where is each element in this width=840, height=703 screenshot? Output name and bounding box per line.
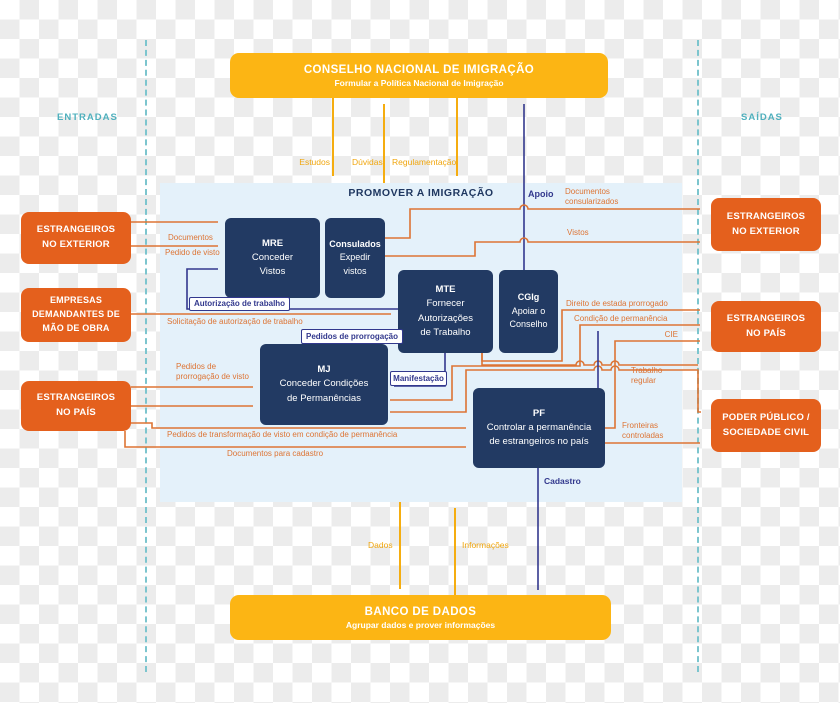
- flow-label-condicao-permanencia: Condição de permanência: [574, 314, 668, 323]
- flow-label-solicitacao-autorizacao: Solicitação de autorização de trabalho: [167, 317, 303, 326]
- outputs-lane-divider: [697, 40, 699, 672]
- agency-cgig-role: Apoiar o Conselho: [509, 305, 548, 330]
- flow-label-documentos: Documentos: [168, 233, 213, 242]
- flow-label-direito-estada: Direito de estada prorrogado: [566, 299, 668, 308]
- flow-label-vistos: Vistos: [567, 228, 589, 237]
- flow-label-manifestacao: Manifestação: [390, 371, 447, 386]
- flow-label-apoio: Apoio: [528, 189, 554, 199]
- council-title: CONSELHO NACIONAL DE IMIGRAÇÃO: [303, 63, 535, 76]
- flow-label-informacoes: Informações: [462, 540, 509, 550]
- flow-label-pedido-visto: Pedido de visto: [165, 248, 220, 257]
- flow-label-pedidos-prorrogacao-visto: Pedidos de prorrogação de visto: [176, 362, 249, 381]
- database-box: BANCO DE DADOS Agrupar dados e prover in…: [230, 595, 611, 640]
- inputs-lane-divider: [145, 40, 147, 672]
- agency-mj-name: MJ: [317, 364, 331, 376]
- council-subtitle: Formular a Política Nacional de Imigraçã…: [334, 77, 504, 88]
- agency-mte: MTE Fornecer Autorizações de Trabalho: [398, 270, 493, 353]
- flow-label-transformacao: Pedidos de transformação de visto em con…: [167, 430, 398, 439]
- output-estrangeiros-pais: ESTRANGEIROS NO PAÍS: [711, 301, 821, 352]
- council-box: CONSELHO NACIONAL DE IMIGRAÇÃO Formular …: [230, 53, 608, 98]
- agency-cgig: CGIg Apoiar o Conselho: [499, 270, 558, 353]
- flow-label-estudos: Estudos: [299, 157, 330, 167]
- flow-label-cadastro: Cadastro: [544, 476, 581, 486]
- agency-consulados-name: Consulados: [329, 238, 381, 249]
- database-subtitle: Agrupar dados e prover informações: [345, 619, 496, 630]
- flow-label-trabalho-regular: Trabalho regular: [631, 366, 663, 385]
- flow-label-documentos-cadastro: Documentos para cadastro: [227, 449, 324, 458]
- agency-mte-role: Fornecer Autorizações de Trabalho: [418, 298, 473, 338]
- flow-label-documentos-consularizados: Documentos consularizados: [565, 187, 619, 206]
- flow-label-regulamentacao: Regulamentação: [392, 157, 457, 167]
- input-estrangeiros-exterior: ESTRANGEIROS NO EXTERIOR: [21, 212, 131, 264]
- process-area-title: PROMOVER A IMIGRAÇÃO: [348, 187, 494, 199]
- input-empresas-mao-de-obra: EMPRESAS DEMANDANTES DE MÃO DE OBRA: [21, 288, 131, 342]
- agency-mj-role: Conceder Condições de Permanências: [279, 378, 369, 404]
- output-poder-publico: PODER PÚBLICO / SOCIEDADE CIVIL: [711, 399, 821, 452]
- agency-mj: MJ Conceder Condições de Permanências: [260, 344, 388, 425]
- flow-label-fronteiras: Fronteiras controladas: [622, 421, 664, 440]
- agency-pf: PF Controlar a permanência de estrangeir…: [473, 388, 605, 468]
- flow-label-duvidas: Dúvidas: [352, 157, 383, 167]
- agency-mte-name: MTE: [435, 284, 456, 295]
- flow-label-cie: CIE: [664, 330, 678, 339]
- agency-cgig-name: CGIg: [517, 292, 540, 303]
- agency-mre-role: Conceder Vistos: [251, 251, 294, 278]
- database-title: BANCO DE DADOS: [364, 605, 477, 618]
- outputs-lane-label: SAÍDAS: [741, 112, 783, 123]
- agency-pf-name: PF: [532, 407, 546, 419]
- flow-label-autorizacao-trabalho: Autorização de trabalho: [189, 297, 290, 311]
- inputs-lane-label: ENTRADAS: [57, 112, 118, 123]
- agency-mre-name: MRE: [261, 237, 284, 249]
- flow-label-dados: Dados: [368, 540, 393, 550]
- flow-label-pedidos-prorrogacao: Pedidos de prorrogação: [301, 329, 403, 344]
- agency-mre: MRE Conceder Vistos: [225, 218, 320, 298]
- input-estrangeiros-pais: ESTRANGEIROS NO PAÍS: [21, 381, 131, 431]
- agency-consulados-role: Expedir vistos: [339, 252, 371, 276]
- output-estrangeiros-exterior: ESTRANGEIROS NO EXTERIOR: [711, 198, 821, 251]
- agency-pf-role: Controlar a permanência de estrangeiros …: [486, 421, 592, 448]
- agency-consulados: Consulados Expedir vistos: [325, 218, 385, 298]
